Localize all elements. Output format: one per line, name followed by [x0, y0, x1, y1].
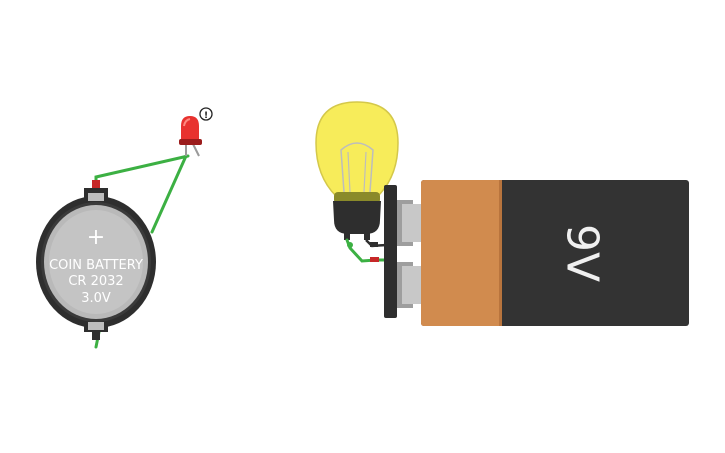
led-component[interactable] — [179, 116, 202, 157]
nine-volt-label: 9V — [557, 224, 608, 282]
coin-battery-label-line3: 3.0V — [81, 291, 111, 306]
warning-symbol: ! — [204, 111, 208, 121]
light-bulb[interactable] — [315, 101, 399, 240]
coin-battery-holder[interactable] — [36, 180, 156, 340]
coin-battery-label-line2: CR 2032 — [68, 274, 123, 289]
nine-volt-battery[interactable] — [384, 180, 689, 326]
wire-led-to-battery-side[interactable] — [150, 154, 188, 234]
coin-battery-plus: + — [87, 225, 105, 250]
coin-battery-label-line1: COIN BATTERY — [49, 258, 143, 273]
wire-bulb-to-9v-negative[interactable] — [365, 239, 387, 248]
wire-bulb-to-9v-positive[interactable] — [345, 238, 388, 263]
wire-led-to-battery-top[interactable] — [94, 154, 190, 183]
warning-icon[interactable]: ! — [199, 107, 213, 121]
